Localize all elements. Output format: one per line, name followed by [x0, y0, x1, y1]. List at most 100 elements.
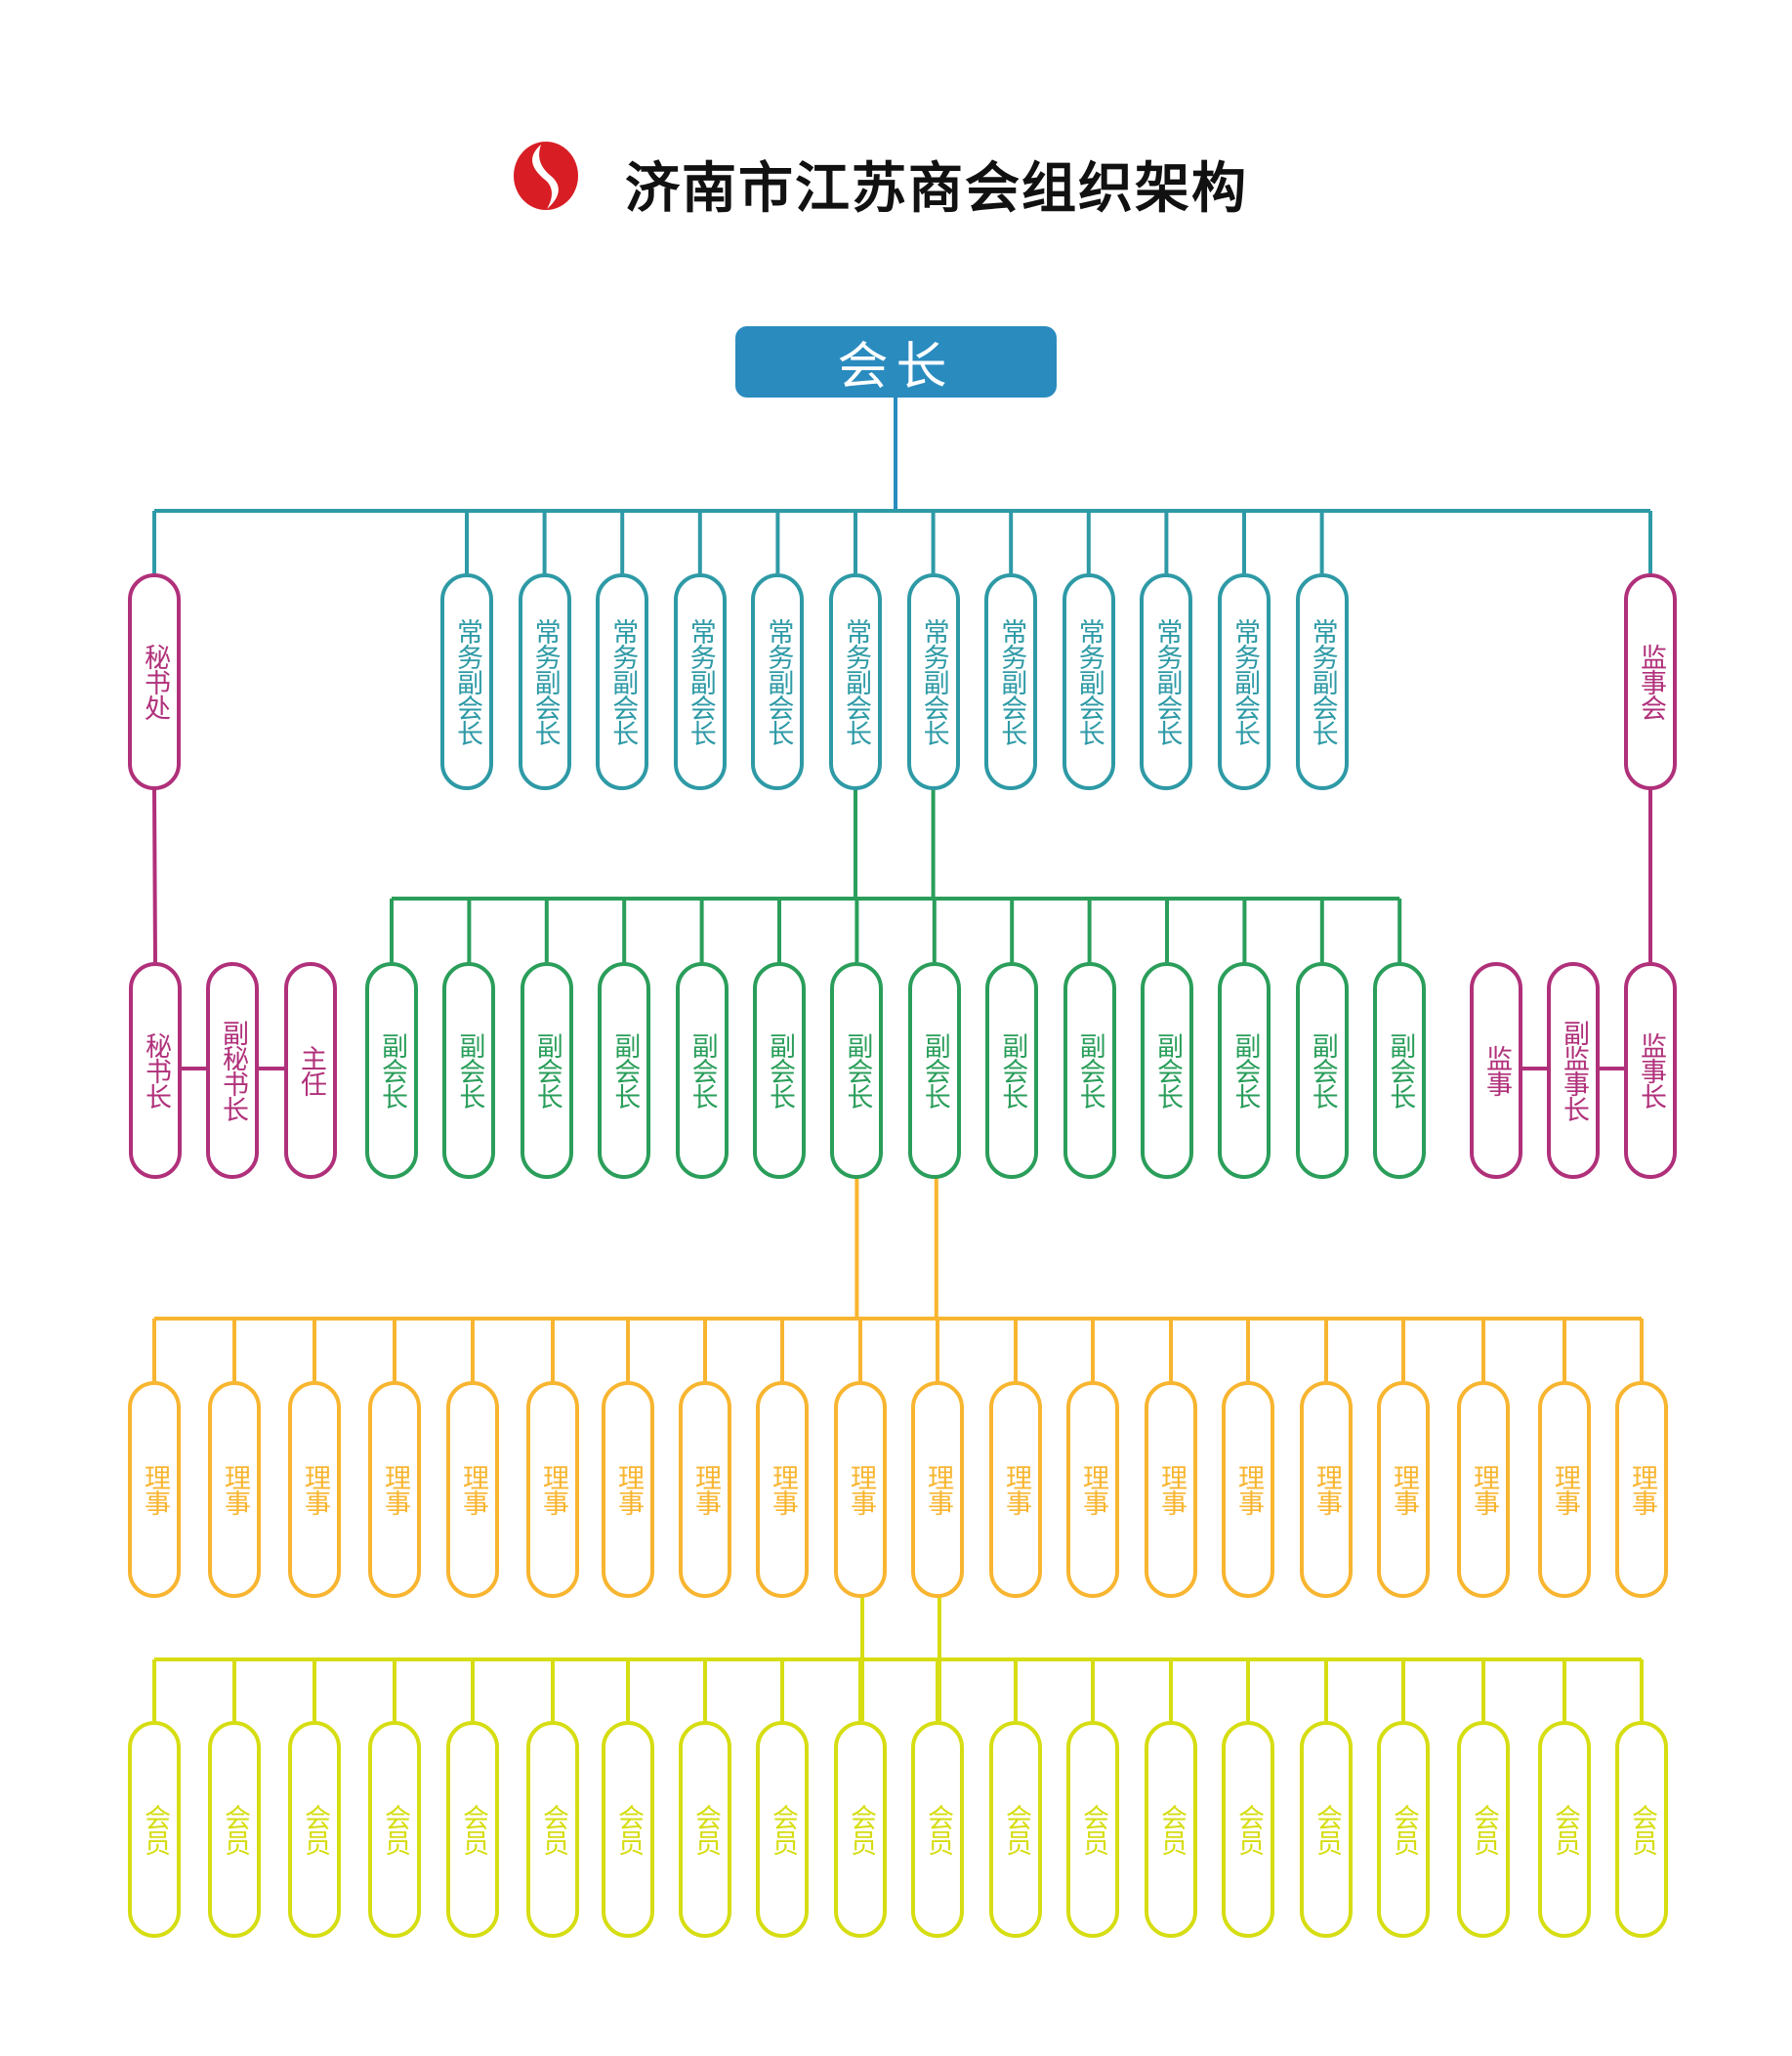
director-node: 理事: [128, 1381, 181, 1598]
director-node-label: 理事: [690, 1464, 721, 1515]
executive-vice-president-node: 常务副会长: [518, 573, 571, 790]
executive-vice-president-node-label: 常务副会长: [1307, 618, 1338, 745]
member-node-label: 会员: [1233, 1804, 1264, 1855]
member-node: 会员: [834, 1721, 887, 1938]
member-node: 会员: [368, 1721, 421, 1938]
executive-vice-president-node-label: 常务副会长: [1073, 618, 1104, 745]
vice-president-node-label: 副会长: [765, 1032, 795, 1109]
director-node: 理事: [1377, 1381, 1430, 1598]
director-node-label: 理事: [538, 1464, 568, 1515]
member-node-label: 会员: [1469, 1804, 1499, 1855]
director-node: 理事: [834, 1381, 887, 1598]
director-node: 理事: [526, 1381, 579, 1598]
director-node-label: 理事: [1389, 1464, 1419, 1515]
member-node-label: 会员: [300, 1804, 330, 1855]
member-node: 会员: [1377, 1721, 1430, 1938]
secretariat-staff-node: 秘书长: [129, 962, 182, 1179]
vice-president-node-label: 副会长: [377, 1032, 407, 1109]
executive-vice-president-node: 常务副会长: [673, 573, 727, 790]
director-node: 理事: [368, 1381, 421, 1598]
page-title: 济南市江苏商会组织架构: [625, 157, 1248, 221]
member-node-label: 会员: [1156, 1804, 1187, 1855]
director-node-label: 理事: [1312, 1464, 1342, 1515]
member-node: 会员: [1457, 1721, 1510, 1938]
director-node-label: 理事: [1469, 1464, 1499, 1515]
president-node: 会长: [735, 326, 1057, 398]
member-node: 会员: [446, 1721, 499, 1938]
executive-vice-president-node: 常务副会长: [1218, 573, 1271, 790]
member-node: 会员: [1538, 1721, 1591, 1938]
supervisor-node-label: 副监事长: [1559, 1020, 1589, 1121]
secretariat-staff-node-label: 副秘书长: [218, 1020, 248, 1121]
executive-vice-president-node: 常务副会长: [440, 573, 493, 790]
vice-president-node-label: 副会长: [919, 1032, 950, 1109]
member-node-label: 会员: [690, 1804, 721, 1855]
member-node: 会员: [756, 1721, 809, 1938]
supervisor-node-label: 监事长: [1636, 1032, 1666, 1109]
director-node: 理事: [679, 1381, 731, 1598]
member-node-label: 会员: [380, 1804, 410, 1855]
connector-line: [152, 787, 157, 963]
member-node-label: 会员: [538, 1804, 568, 1855]
vice-president-node: 副会长: [830, 962, 884, 1179]
member-node: 会员: [602, 1721, 654, 1938]
vice-president-node: 副会长: [442, 962, 496, 1179]
logo-icon: [514, 142, 578, 210]
member-node-label: 会员: [1001, 1804, 1031, 1855]
director-node-label: 理事: [613, 1464, 644, 1515]
executive-vice-president-node-label: 常务副会长: [529, 618, 561, 745]
member-node-label: 会员: [923, 1804, 953, 1855]
member-node: 会员: [1066, 1721, 1119, 1938]
director-node-label: 理事: [1078, 1464, 1108, 1515]
member-node-label: 会员: [140, 1804, 170, 1855]
director-node: 理事: [1145, 1381, 1197, 1598]
member-node-label: 会员: [1078, 1804, 1108, 1855]
member-node: 会员: [1615, 1721, 1668, 1938]
director-node: 理事: [288, 1381, 341, 1598]
supervisor-node-label: 监事: [1481, 1045, 1512, 1096]
executive-vice-president-node-label: 常务副会长: [607, 618, 639, 745]
supervisor-node: 监事长: [1624, 962, 1677, 1179]
director-node: 理事: [1457, 1381, 1510, 1598]
director-node-label: 理事: [300, 1464, 330, 1515]
director-node-label: 理事: [220, 1464, 250, 1515]
director-node-label: 理事: [458, 1464, 488, 1515]
vice-president-node: 副会长: [365, 962, 418, 1179]
executive-vice-president-node: 常务副会长: [1140, 573, 1193, 790]
member-node: 会员: [526, 1721, 579, 1938]
secretariat-staff-node: 主任: [284, 962, 337, 1179]
director-node: 理事: [1615, 1381, 1668, 1598]
member-node: 会员: [989, 1721, 1042, 1938]
vice-president-node-label: 副会长: [531, 1032, 563, 1109]
director-node: 理事: [1300, 1381, 1353, 1598]
vice-president-node: 副会长: [753, 962, 806, 1179]
member-node-label: 会员: [1550, 1804, 1580, 1855]
director-node: 理事: [208, 1381, 261, 1598]
executive-vice-president-node-label: 常务副会长: [1229, 618, 1260, 745]
supervisor-node: 监事: [1470, 962, 1522, 1179]
director-node-label: 理事: [1550, 1464, 1580, 1515]
secretariat-staff-node: 副秘书长: [206, 962, 259, 1179]
executive-vice-president-node: 常务副会长: [906, 573, 960, 790]
member-node: 会员: [1145, 1721, 1197, 1938]
member-node-label: 会员: [846, 1804, 876, 1855]
vice-president-node: 副会长: [1373, 962, 1427, 1179]
vice-president-node: 副会长: [985, 962, 1039, 1179]
executive-vice-president-node: 常务副会长: [829, 573, 882, 790]
member-node-label: 会员: [1312, 1804, 1342, 1855]
executive-vice-president-node: 常务副会长: [984, 573, 1038, 790]
vice-president-node-label: 副会长: [1307, 1032, 1338, 1109]
executive-vice-president-node-label: 常务副会长: [685, 618, 716, 745]
director-node: 理事: [911, 1381, 964, 1598]
vice-president-node-label: 副会长: [687, 1032, 718, 1109]
vice-president-node: 副会长: [1295, 962, 1349, 1179]
executive-vice-president-node: 常务副会长: [751, 573, 805, 790]
vice-president-node-label: 副会长: [1229, 1032, 1261, 1109]
member-node: 会员: [911, 1721, 964, 1938]
member-node: 会员: [288, 1721, 341, 1938]
vice-president-node: 副会长: [1063, 962, 1116, 1179]
executive-vice-president-node: 常务副会长: [1062, 573, 1115, 790]
director-node-label: 理事: [1156, 1464, 1187, 1515]
director-node: 理事: [1222, 1381, 1274, 1598]
